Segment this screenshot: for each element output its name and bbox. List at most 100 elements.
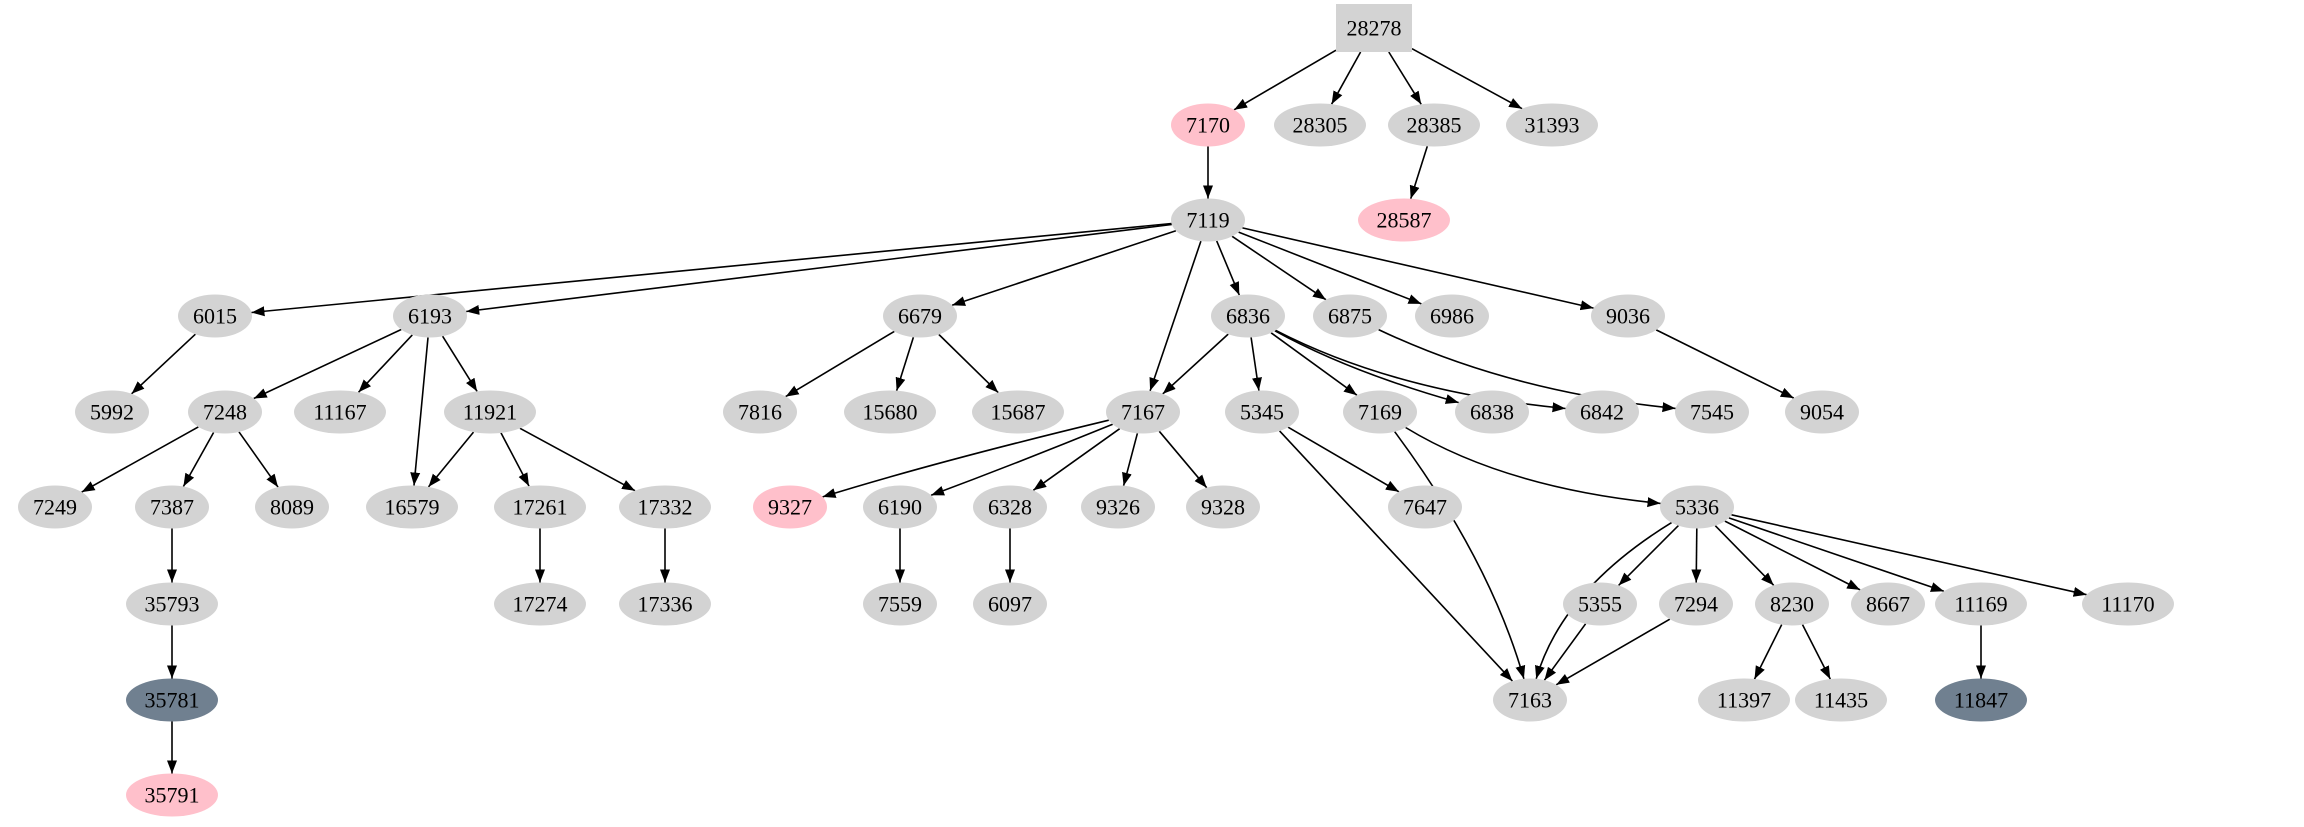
node-ellipse-shape — [753, 485, 827, 529]
node-9054: 9054 — [1785, 390, 1859, 434]
node-label: 35781 — [145, 688, 200, 713]
node-28385: 28385 — [1388, 103, 1480, 147]
edge-7167-9327 — [822, 419, 1109, 498]
node-5992: 5992 — [75, 390, 149, 434]
node-ellipse-shape — [972, 390, 1064, 434]
node-5345: 5345 — [1225, 390, 1299, 434]
node-6838: 6838 — [1455, 390, 1529, 434]
node-7167: 7167 — [1106, 390, 1180, 434]
edge-7167-6328 — [1032, 428, 1121, 491]
node-7170: 7170 — [1171, 103, 1245, 147]
node-15680: 15680 — [844, 390, 936, 434]
node-ellipse-shape — [494, 485, 586, 529]
node-label: 7163 — [1508, 688, 1552, 713]
node-17274: 17274 — [494, 582, 586, 626]
node-ellipse-shape — [1171, 198, 1245, 242]
node-7119: 7119 — [1171, 198, 1245, 242]
edge-7248-8089 — [238, 431, 279, 488]
edge-6679-15680 — [895, 336, 915, 391]
edge-5355-7163 — [1543, 623, 1587, 681]
node-7545: 7545 — [1675, 390, 1749, 434]
edge-7167-6190 — [930, 423, 1114, 497]
node-ellipse-shape — [126, 582, 218, 626]
node-ellipse-shape — [393, 294, 467, 338]
node-15687: 15687 — [972, 390, 1064, 434]
node-label: 9328 — [1201, 495, 1245, 520]
node-28305: 28305 — [1274, 103, 1366, 147]
node-6193: 6193 — [393, 294, 467, 338]
node-ellipse-shape — [1343, 390, 1417, 434]
node-ellipse-shape — [1660, 485, 1734, 529]
node-ellipse-shape — [1186, 485, 1260, 529]
edge-6679-7816 — [785, 330, 895, 398]
edge-7119-6836 — [1215, 240, 1241, 296]
node-label: 9327 — [768, 495, 812, 520]
edge-28385-28587 — [1409, 146, 1429, 199]
node-ellipse-shape — [2082, 582, 2174, 626]
node-label: 7816 — [738, 400, 782, 425]
node-16579: 16579 — [366, 485, 458, 529]
node-ellipse-shape — [1388, 485, 1462, 529]
edge-7169-5336 — [1405, 426, 1661, 508]
node-label: 7559 — [878, 592, 922, 617]
node-ellipse-shape — [863, 582, 937, 626]
node-label: 7249 — [33, 495, 77, 520]
node-label: 28587 — [1377, 208, 1432, 233]
node-box-shape — [1336, 4, 1412, 52]
node-label: 6015 — [193, 304, 237, 329]
edge-6015-5992 — [131, 333, 196, 395]
edge-5336-5355 — [1618, 525, 1679, 586]
node-5336: 5336 — [1660, 485, 1734, 529]
node-ellipse-shape — [1171, 103, 1245, 147]
node-9327: 9327 — [753, 485, 827, 529]
node-label: 5345 — [1240, 400, 1284, 425]
node-35781: 35781 — [126, 678, 218, 722]
node-ellipse-shape — [883, 294, 957, 338]
node-label: 31393 — [1525, 113, 1580, 138]
edge-8230-11397 — [1753, 624, 1783, 680]
node-ellipse-shape — [366, 485, 458, 529]
edge-7119-7167 — [1149, 240, 1202, 392]
node-label: 17274 — [513, 592, 568, 617]
edge-7248-7387 — [182, 432, 215, 487]
node-ellipse-shape — [126, 773, 218, 817]
node-label: 35793 — [145, 592, 200, 617]
node-label: 6097 — [988, 592, 1032, 617]
node-11921: 11921 — [444, 390, 536, 434]
node-label: 7647 — [1403, 495, 1447, 520]
edge-6193-11167 — [357, 334, 413, 393]
edge-5336-11169 — [1728, 517, 1945, 593]
node-9328: 9328 — [1186, 485, 1260, 529]
node-label: 15687 — [991, 400, 1046, 425]
node-31393: 31393 — [1506, 103, 1598, 147]
edge-7169-7163 — [1394, 431, 1526, 680]
node-label: 7387 — [150, 495, 194, 520]
node-label: 8230 — [1770, 592, 1814, 617]
node-label: 5355 — [1578, 592, 1622, 617]
node-label: 6875 — [1328, 304, 1372, 329]
node-ellipse-shape — [294, 390, 386, 434]
node-ellipse-shape — [1565, 390, 1639, 434]
edge-9036-9054 — [1655, 329, 1795, 399]
node-9326: 9326 — [1081, 485, 1155, 529]
node-ellipse-shape — [126, 678, 218, 722]
node-ellipse-shape — [1225, 390, 1299, 434]
node-label: 11170 — [2101, 592, 2154, 617]
node-ellipse-shape — [1493, 678, 1567, 722]
edge-7119-6193 — [466, 223, 1172, 315]
node-label: 6836 — [1226, 304, 1270, 329]
node-7647: 7647 — [1388, 485, 1462, 529]
node-6679: 6679 — [883, 294, 957, 338]
node-ellipse-shape — [178, 294, 252, 338]
edge-6836-7167 — [1162, 333, 1229, 395]
node-ellipse-shape — [619, 485, 711, 529]
edge-6193-16579 — [410, 337, 429, 486]
node-6842: 6842 — [1565, 390, 1639, 434]
node-label: 6986 — [1430, 304, 1474, 329]
edge-6875-7545 — [1378, 328, 1676, 413]
node-35791: 35791 — [126, 773, 218, 817]
node-label: 17261 — [513, 495, 568, 520]
node-ellipse-shape — [1506, 103, 1598, 147]
node-label: 8089 — [270, 495, 314, 520]
